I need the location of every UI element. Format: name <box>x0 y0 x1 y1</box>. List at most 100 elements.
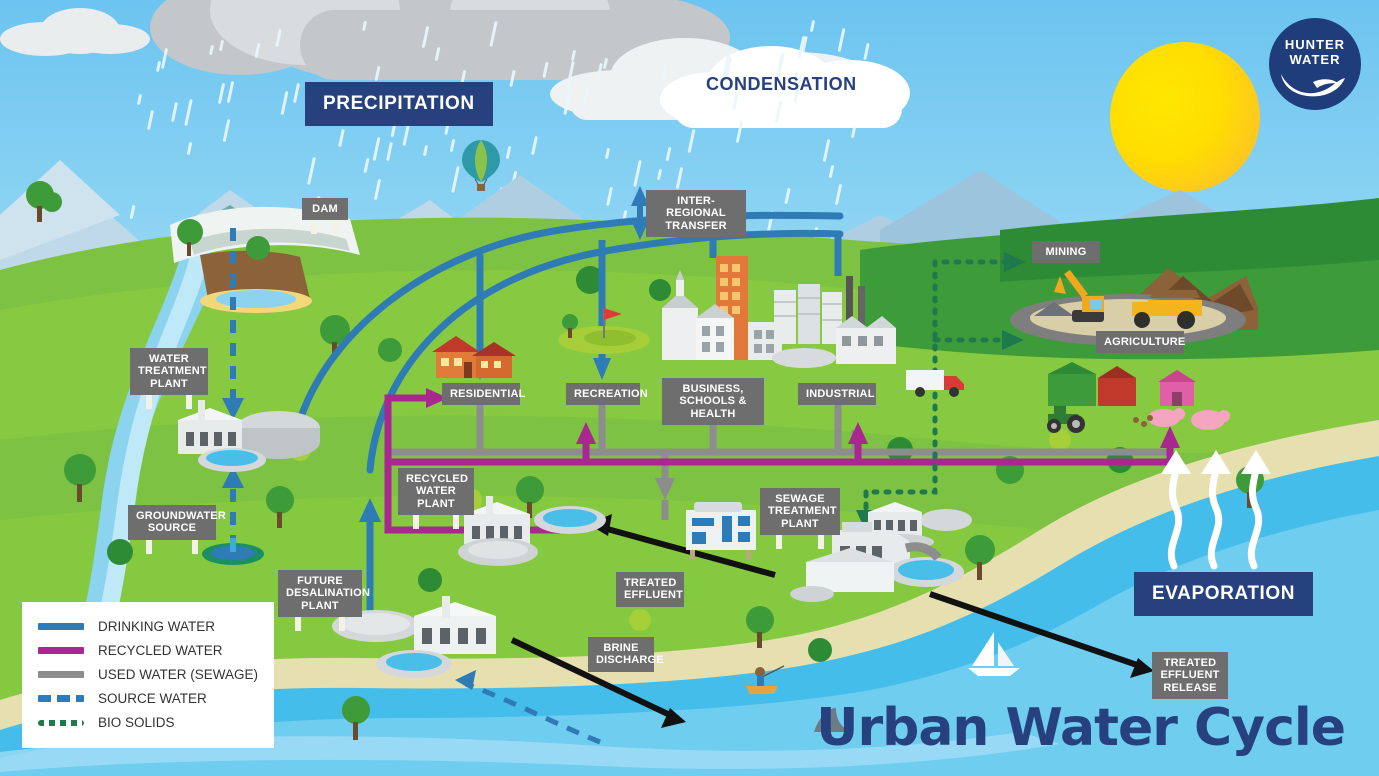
sign-recreation: RECREATION <box>566 383 648 406</box>
sign-mining: MINING <box>1032 241 1100 264</box>
legend-item-used-water: USED WATER (SEWAGE) <box>38 664 262 685</box>
legend-label: BIO SOLIDS <box>98 715 175 730</box>
hot-air-balloon-icon <box>462 140 500 191</box>
legend-item-bio-solids: BIO SOLIDS <box>38 712 262 733</box>
legend-item-drinking-water: DRINKING WATER <box>38 616 262 637</box>
sign-post <box>452 514 459 529</box>
sign-future-desalination-plant: FUTURE DESALINATION PLANT <box>278 570 370 631</box>
water-treatment-plant-icon <box>178 400 320 472</box>
shark-fin-icon <box>814 708 852 732</box>
sign-line: GROUNDWATER <box>136 510 226 522</box>
legend-label: RECYCLED WATER <box>98 643 223 658</box>
groundwater-bore-icon <box>202 538 264 565</box>
dump-truck-icon <box>1132 290 1202 329</box>
sign-line: TREATED <box>624 577 677 589</box>
sign-line: EFFLUENT <box>624 589 684 602</box>
sign-line: INTER-REGIONAL <box>666 195 726 220</box>
sign-line: TRANSFER <box>665 219 727 232</box>
golf-course-icon <box>558 308 650 354</box>
sign-line: PLANT <box>301 599 339 612</box>
rain-cloud-icon <box>150 0 730 90</box>
sign-inter-regional-transfer: INTER-REGIONAL TRANSFER <box>646 190 746 237</box>
sign-line: TREATED <box>1163 657 1217 669</box>
fisherman-icon <box>746 665 785 694</box>
tractor-icon <box>1047 406 1085 433</box>
wave-icon <box>1281 74 1345 97</box>
legend-label: DRINKING WATER <box>98 619 215 634</box>
sign-line: SCHOOLS & HEALTH <box>679 395 747 420</box>
sign-line: BRINE <box>603 642 639 654</box>
mine-site-icon <box>1010 268 1258 346</box>
hunter-water-logo: HUNTER WATER <box>1269 18 1361 110</box>
cloud-icon-small <box>0 8 150 56</box>
sign-business-schools-health: BUSINESS, SCHOOLS & HEALTH <box>662 378 764 425</box>
sign-post <box>186 394 193 409</box>
legend-swatch-recycled-water <box>38 647 84 654</box>
sun-icon <box>1110 42 1260 192</box>
sign-line: WATER <box>149 353 189 365</box>
logo-line-2: WATER <box>1289 51 1341 67</box>
legend-swatch-source-water <box>38 695 84 702</box>
factory-icon <box>772 276 896 368</box>
legend-item-recycled-water: RECYCLED WATER <box>38 640 262 661</box>
sign-treated-effluent-release: TREATED EFFLUENT RELEASE <box>1152 652 1228 699</box>
sign-dam-label: DAM <box>312 203 338 215</box>
tree-icon-cluster <box>26 181 1264 740</box>
sign-post <box>332 220 339 235</box>
recycled-water-plant-icon <box>458 496 606 566</box>
sign-brine-discharge: BRINE DISCHARGE <box>588 637 664 672</box>
sign-post <box>145 539 152 554</box>
sign-groundwater-source: GROUNDWATER SOURCE <box>128 505 226 554</box>
sign-post <box>145 394 152 409</box>
sign-dam: DAM <box>302 198 348 235</box>
sign-post <box>339 616 346 631</box>
sign-treated-effluent: TREATED EFFLUENT <box>616 572 684 607</box>
sign-line: SOURCE <box>147 522 197 535</box>
sign-line: PLANT <box>781 517 819 530</box>
evaporation-label: EVAPORATION <box>1134 572 1314 616</box>
pig-icon <box>1148 408 1230 430</box>
sign-post <box>294 616 301 631</box>
farm-icon <box>1047 362 1230 433</box>
logo-line-1: HUNTER <box>1284 37 1346 52</box>
legend-swatch-used-water <box>38 671 84 678</box>
sign-recycled-water-plant: RECYCLED WATER PLANT <box>398 468 474 529</box>
condensation-label: CONDENSATION <box>706 74 857 94</box>
evaporation-arrows-icon <box>1161 450 1271 570</box>
sign-line: FUTURE <box>297 575 343 587</box>
sign-post <box>413 514 420 529</box>
legend-label: USED WATER (SEWAGE) <box>98 667 259 682</box>
excavator-icon <box>1054 270 1104 322</box>
treatment-unit-icon <box>686 502 756 560</box>
legend: DRINKING WATER RECYCLED WATER USED WATER… <box>22 602 274 748</box>
desalination-plant-icon <box>332 596 496 678</box>
page-title: Urban Water Cycle <box>816 698 1346 758</box>
sign-line: MINING <box>1045 246 1087 258</box>
sign-post <box>818 534 824 549</box>
sign-residential: RESIDENTIAL <box>442 383 526 406</box>
sewage-treatment-plant-icon <box>790 522 964 602</box>
sign-line: PLANT <box>417 497 455 510</box>
sign-line: RECREATION <box>574 388 648 400</box>
legend-label: SOURCE WATER <box>98 691 207 706</box>
sign-line: SEWAGE <box>775 493 825 505</box>
sign-line: TREATMENT <box>138 365 207 378</box>
legend-swatch-bio-solids <box>38 719 84 726</box>
sign-agriculture: AGRICULTURE <box>1096 331 1186 354</box>
sign-line: AGRICULTURE <box>1104 336 1186 348</box>
legend-item-source-water: SOURCE WATER <box>38 688 262 709</box>
sign-sewage-treatment-plant: SEWAGE TREATMENT PLANT <box>760 488 840 549</box>
house-icon <box>432 336 516 378</box>
sign-line: RELEASE <box>1163 681 1217 694</box>
legend-swatch-drinking-water <box>38 623 84 630</box>
condensation-cloud-icon <box>660 46 910 128</box>
sign-post <box>192 539 199 554</box>
sign-line: WATER <box>416 485 456 498</box>
sign-line: RECYCLED <box>406 473 469 485</box>
sign-line: RESIDENTIAL <box>450 388 526 400</box>
sailboat-icon <box>968 632 1020 676</box>
school-hospital-icon <box>662 256 782 360</box>
sign-post <box>776 534 782 549</box>
